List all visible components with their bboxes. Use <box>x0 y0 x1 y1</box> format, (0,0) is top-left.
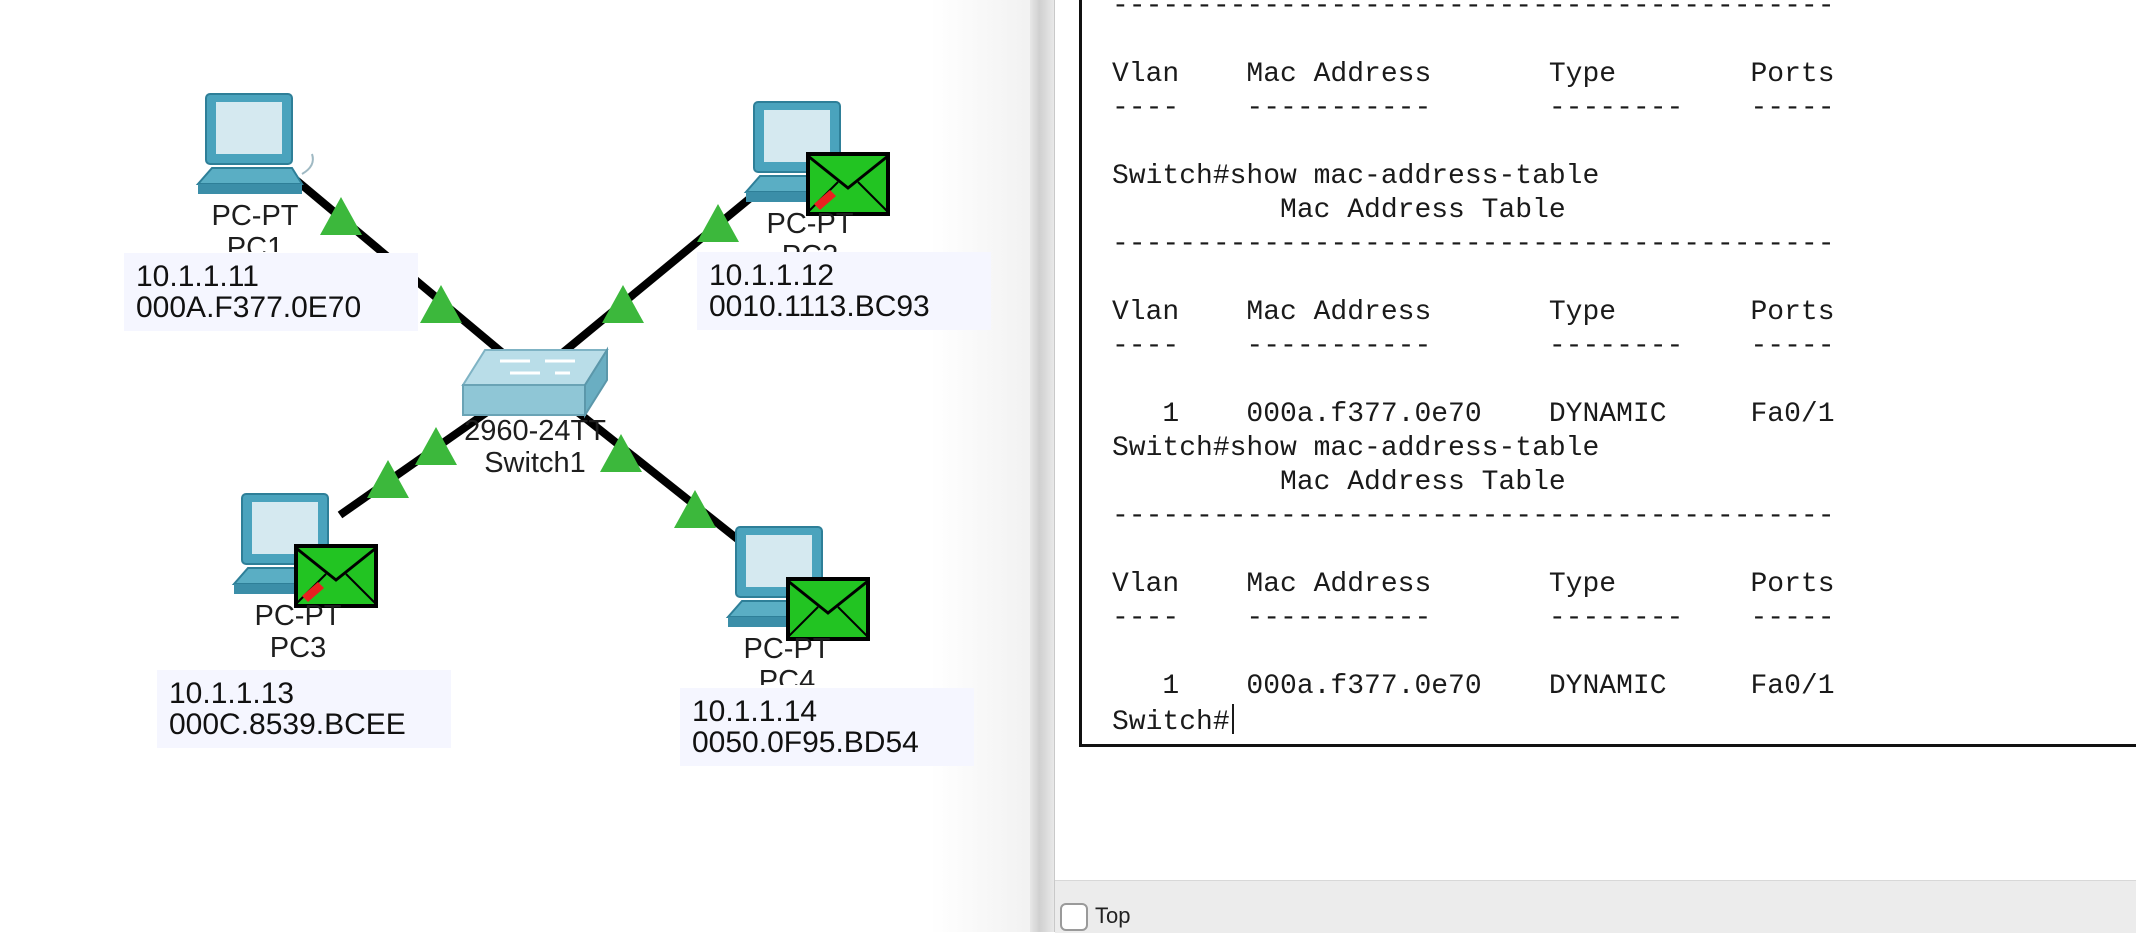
cli-terminal[interactable]: ----------------------------------------… <box>1079 0 2136 747</box>
pc1-name-label: PC1 <box>226 232 284 252</box>
link-up-arrow <box>367 460 409 498</box>
link-up-arrow <box>600 434 642 472</box>
pc3-ip: 10.1.1.13 <box>169 677 295 710</box>
pc4-model-label: PC-PT <box>743 633 831 665</box>
pc4-mac: 0050.0F95.BD54 <box>692 726 919 759</box>
link-up-arrow <box>674 490 716 528</box>
link-pc3-switch <box>337 406 493 519</box>
switch-name-label: Switch1 <box>484 447 586 479</box>
pc3-name-label: PC3 <box>269 632 327 664</box>
pc1-icon[interactable] <box>192 92 327 202</box>
cli-line: Vlan Mac Address Type Ports <box>1112 297 1835 328</box>
link-up-arrow <box>415 427 457 465</box>
switch-icon[interactable] <box>455 345 610 420</box>
pc2-model-label: PC-PT <box>766 208 854 240</box>
text-caret <box>1231 704 1234 734</box>
link-up-arrow <box>320 197 362 235</box>
cli-prompt: Switch# <box>1112 707 1230 738</box>
pc4-info-box: 10.1.1.14 0050.0F95.BD54 <box>680 688 974 766</box>
pc1-info-box: 10.1.1.11 000A.F377.0E70 <box>124 253 418 331</box>
pc3-info-box: 10.1.1.13 000C.8539.BCEE <box>157 670 451 748</box>
cli-line: ---- ----------- -------- ----- <box>1112 603 1835 634</box>
pc1-model-label: PC-PT <box>211 200 299 232</box>
link-up-arrow <box>420 285 462 323</box>
pc3-model-label: PC-PT <box>254 600 342 632</box>
pc2-mac: 0010.1113.BC93 <box>709 290 930 323</box>
cli-line: Mac Address Table <box>1112 467 1566 498</box>
switch-model-label: 2960-24TT <box>464 415 606 447</box>
cli-line: ---- ----------- -------- ----- <box>1112 93 1835 124</box>
top-checkbox[interactable] <box>1060 903 1088 931</box>
topology-workspace[interactable]: 2960-24TT Switch1 PC-PT PC1 10.1.1.11 00… <box>0 0 1034 932</box>
cli-line: ----------------------------------------… <box>1112 501 1835 532</box>
cli-line: ----------------------------------------… <box>1112 0 1835 22</box>
cli-line: 1 000a.f377.0e70 DYNAMIC Fa0/1 <box>1112 399 1835 430</box>
pdu-envelope-icon[interactable] <box>294 544 378 608</box>
link-up-arrow <box>697 204 739 242</box>
cli-line: Vlan Mac Address Type Ports <box>1112 569 1835 600</box>
pc2-ip: 10.1.1.12 <box>709 259 835 292</box>
pdu-envelope-icon[interactable] <box>786 577 870 641</box>
pc2-info-box: 10.1.1.12 0010.1113.BC93 <box>697 252 991 330</box>
cli-line: Vlan Mac Address Type Ports <box>1112 59 1835 90</box>
cli-line: Switch#show mac-address-table <box>1112 433 1600 464</box>
pc4-ip: 10.1.1.14 <box>692 695 818 728</box>
cli-line: Mac Address Table <box>1112 195 1566 226</box>
pc4-name-label: PC4 <box>758 665 816 685</box>
link-up-arrow <box>602 285 644 323</box>
pdu-envelope-icon[interactable] <box>806 152 890 216</box>
cli-line: ----------------------------------------… <box>1112 229 1835 260</box>
pc3-mac: 000C.8539.BCEE <box>169 708 406 741</box>
pc1-mac: 000A.F377.0E70 <box>136 291 362 324</box>
pc1-ip: 10.1.1.11 <box>136 260 259 293</box>
cli-line: Switch#show mac-address-table <box>1112 161 1600 192</box>
top-checkbox-label: Top <box>1095 903 1131 928</box>
cli-prompt-line[interactable]: Switch# <box>1112 704 1234 740</box>
link-pc4-switch <box>572 406 748 549</box>
pane-divider[interactable] <box>1030 0 1055 932</box>
cli-line: ---- ----------- -------- ----- <box>1112 331 1835 362</box>
cli-line: 1 000a.f377.0e70 DYNAMIC Fa0/1 <box>1112 671 1835 702</box>
cli-footer-bar: Top <box>1055 880 2136 933</box>
link-pc2-switch <box>557 186 763 359</box>
cli-panel: ----------------------------------------… <box>1055 0 2136 933</box>
